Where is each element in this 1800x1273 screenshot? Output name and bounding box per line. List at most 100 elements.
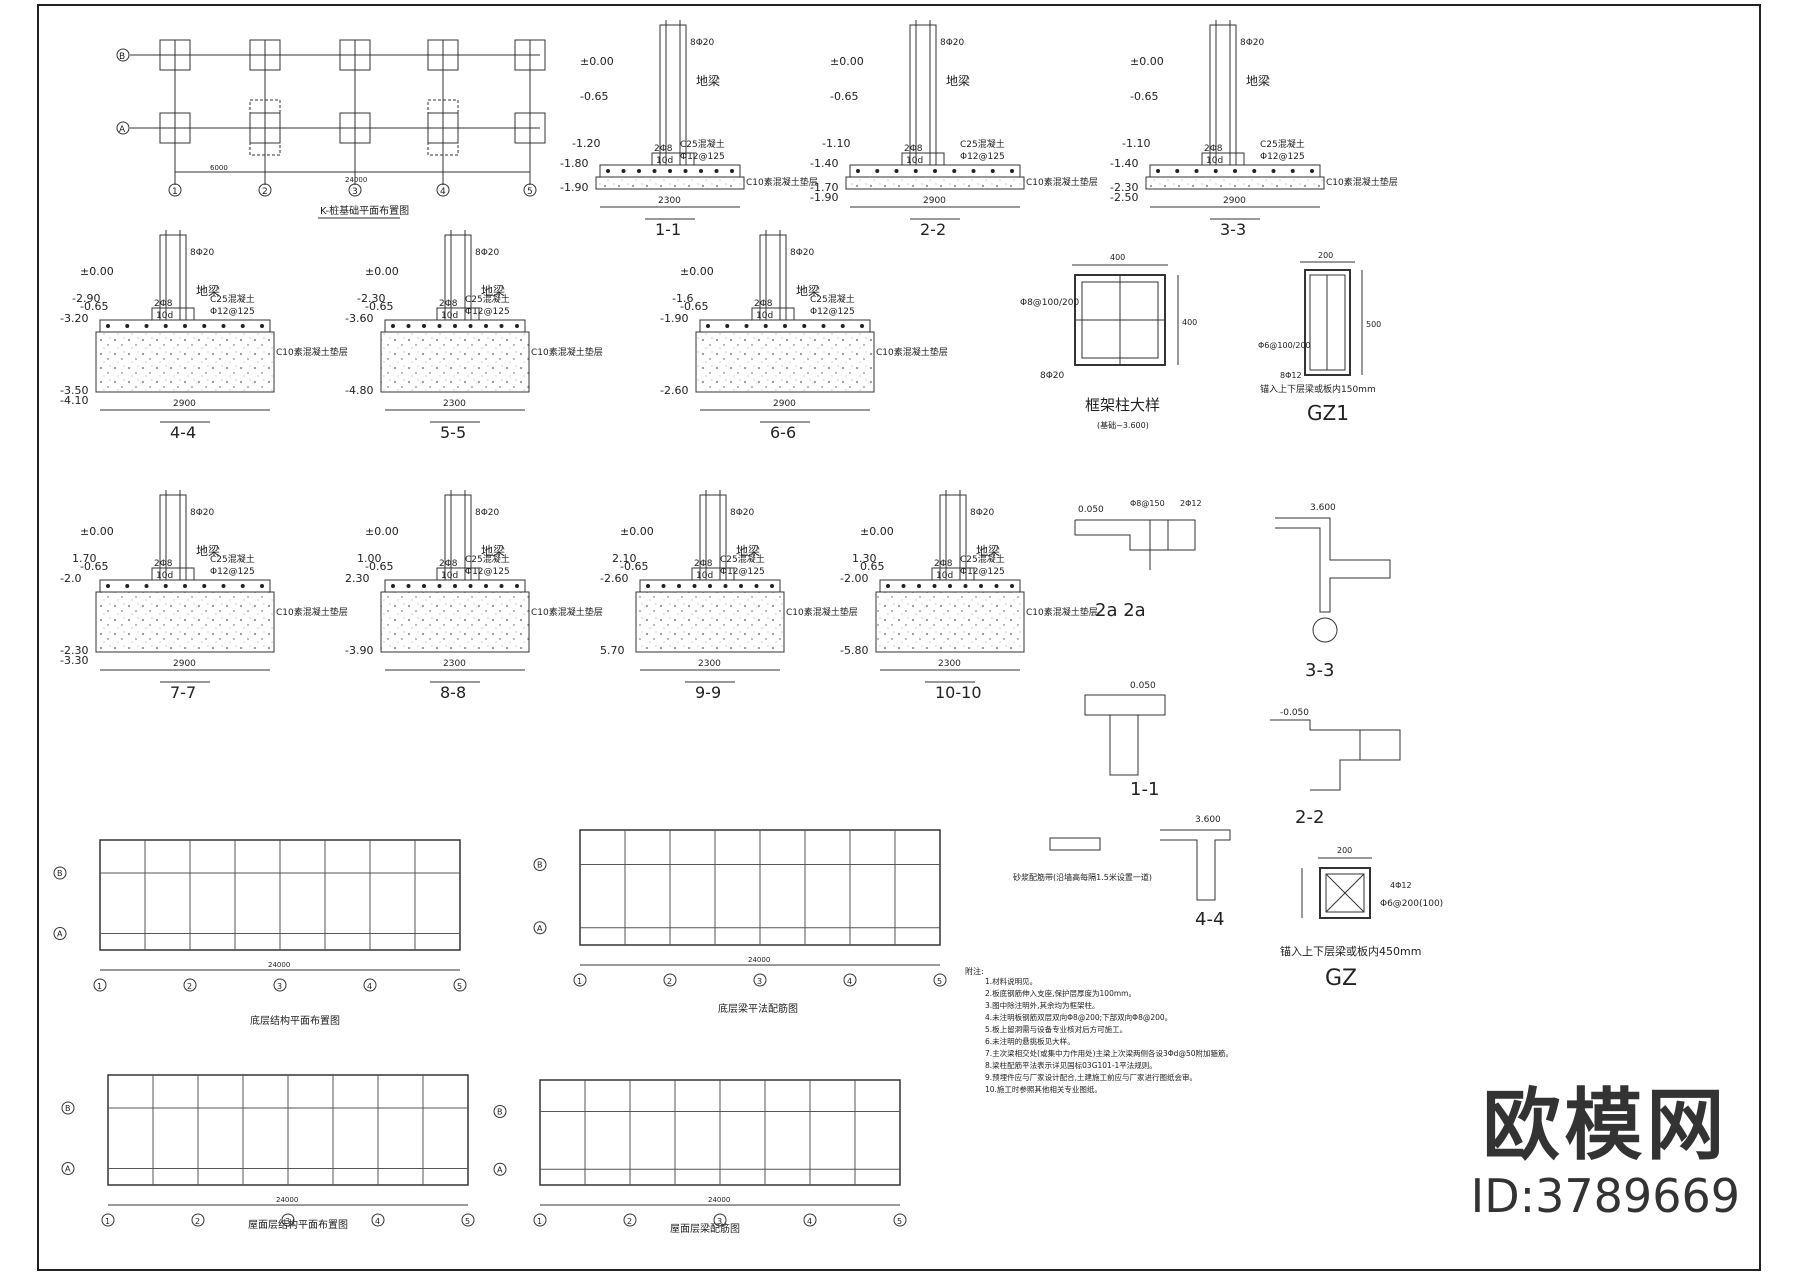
axis-bubble — [573, 973, 587, 987]
elev-4: -1.90 — [810, 191, 838, 204]
note-bars: 2Φ8 — [439, 559, 458, 569]
section-width: 2900 — [173, 659, 196, 669]
elev-1: 2.10 — [612, 552, 637, 565]
elev-3: -3.90 — [345, 644, 373, 657]
note-lap: 10d — [156, 311, 173, 321]
axis-bubble — [493, 1105, 507, 1118]
note-base: C10素混凝土垫层 — [276, 346, 348, 358]
elev-2: -1.80 — [560, 157, 588, 170]
rebar-dot — [990, 169, 995, 173]
parapet-detail — [1049, 837, 1101, 851]
section-7-7: 29007-7±0.00-0.651.70-2.0-2.30-3.308Φ20地… — [60, 490, 348, 702]
rebar-dot — [708, 584, 712, 588]
note-concrete: C25混凝土 — [1260, 138, 1305, 150]
elev-top: ±0.00 — [80, 265, 114, 278]
foundation-plan — [116, 39, 546, 197]
concrete-base — [95, 331, 275, 393]
axis-bubble — [753, 973, 767, 987]
col-width: 400 — [1110, 253, 1125, 262]
gz1-height: 500 — [1366, 320, 1381, 329]
axis-number: 1 — [97, 982, 102, 991]
axis-bubble — [803, 1213, 817, 1227]
elev-2: -2.0 — [60, 572, 81, 585]
rebar-dot — [221, 584, 226, 588]
axis-bubble — [533, 858, 547, 871]
d33-elev: 3.600 — [1310, 503, 1336, 513]
rebar-dot — [468, 324, 473, 328]
section-label: 2-2 — [920, 220, 946, 239]
total-dim: 24000 — [345, 176, 367, 184]
concrete-base — [95, 591, 275, 653]
rebar-dot — [499, 584, 504, 588]
section-label: 8-8 — [440, 683, 466, 702]
note-lap: 10d — [756, 311, 773, 321]
note-lap: 10d — [936, 571, 953, 581]
d2a-elev: 0.050 — [1078, 505, 1104, 515]
note-item-7: 7.主次梁相交处(或集中力作用处)主梁上次梁两侧各设3Φd@50附加箍筋。 — [985, 1048, 1233, 1058]
rebar-dot — [240, 324, 245, 328]
plan-total-dim: 24000 — [268, 961, 290, 969]
note-mesh: Φ12@125 — [465, 567, 510, 577]
note-rebar-top: 8Φ20 — [970, 508, 995, 518]
rebar-dot — [754, 584, 759, 588]
rebar-dot — [894, 169, 899, 173]
note-base: C10素混凝土垫层 — [1026, 606, 1098, 618]
axis-letter: B — [65, 1104, 71, 1113]
section-width: 2300 — [938, 659, 961, 669]
note-lap: 10d — [156, 571, 173, 581]
axis-bubble — [363, 978, 377, 992]
elev-1: 1.30 — [852, 552, 877, 565]
rebar-dot — [856, 169, 860, 173]
ground-beam-rebar-title: 底层梁平法配筋图 — [718, 1002, 798, 1015]
note-rebar-top: 8Φ20 — [940, 38, 965, 48]
axis-number: 1 — [105, 1217, 110, 1226]
note-rebar-top: 8Φ20 — [790, 248, 815, 258]
rebar-dot — [683, 169, 688, 173]
elev-1: -1.10 — [822, 137, 850, 150]
plan-total-dim: 24000 — [748, 956, 770, 964]
rebar-dot — [221, 324, 226, 328]
axis-1-label: 1 — [172, 187, 178, 197]
gz-size: 200 — [1337, 846, 1352, 855]
axis-number: 3 — [757, 977, 762, 986]
concrete-base — [695, 331, 875, 393]
section-1-1: 23001-1±0.00-0.65-1.20-1.80-1.908Φ20地梁C2… — [560, 20, 818, 239]
axis-number: 1 — [537, 1217, 542, 1226]
elev-2: -1.40 — [810, 157, 838, 170]
note-mesh: Φ12@125 — [960, 567, 1005, 577]
rebar-dot — [437, 324, 442, 328]
roof-rebar-title: 屋面层梁配筋图 — [670, 1222, 740, 1235]
rebar-dot — [963, 584, 968, 588]
elev-1: 1.70 — [72, 552, 97, 565]
rebar-dot — [1010, 169, 1014, 173]
rebar-dot — [840, 324, 845, 328]
note-beam: 地梁 — [736, 543, 760, 558]
d22-elev: -0.050 — [1280, 708, 1309, 718]
axis-bubble — [623, 1213, 637, 1227]
elev-grade: -0.65 — [620, 560, 648, 573]
concrete-base — [595, 176, 745, 190]
section-label: 1-1 — [655, 220, 681, 239]
note-rebar-top: 8Φ20 — [1240, 38, 1265, 48]
axis-number: 2 — [667, 977, 672, 986]
axis-number: 3 — [285, 1217, 290, 1226]
section-10-10: 230010-10±0.000.651.30-2.00-5.808Φ20地梁C2… — [840, 490, 1098, 702]
gz1-width: 200 — [1318, 251, 1333, 260]
axis-bubble — [453, 978, 467, 992]
rebar-dot — [723, 584, 728, 588]
foundation-plan-title: K-桩基础平面布置图 — [320, 204, 409, 217]
ground-beam-title: 底层结构平面布置图 — [250, 1014, 340, 1027]
elev-3: -2.30 — [60, 644, 88, 657]
axis-bubble — [61, 1101, 75, 1115]
section-width: 2900 — [923, 196, 946, 206]
elev-4: -4.10 — [60, 394, 88, 407]
note-base: C10素混凝土垫层 — [1026, 176, 1098, 188]
elev-grade: -0.65 — [80, 300, 108, 313]
rebar-dot — [125, 324, 130, 328]
axis-letter: A — [497, 1165, 503, 1174]
note-lap: 10d — [656, 156, 673, 166]
rebar-dot — [391, 584, 395, 588]
rebar-dot — [932, 584, 937, 588]
